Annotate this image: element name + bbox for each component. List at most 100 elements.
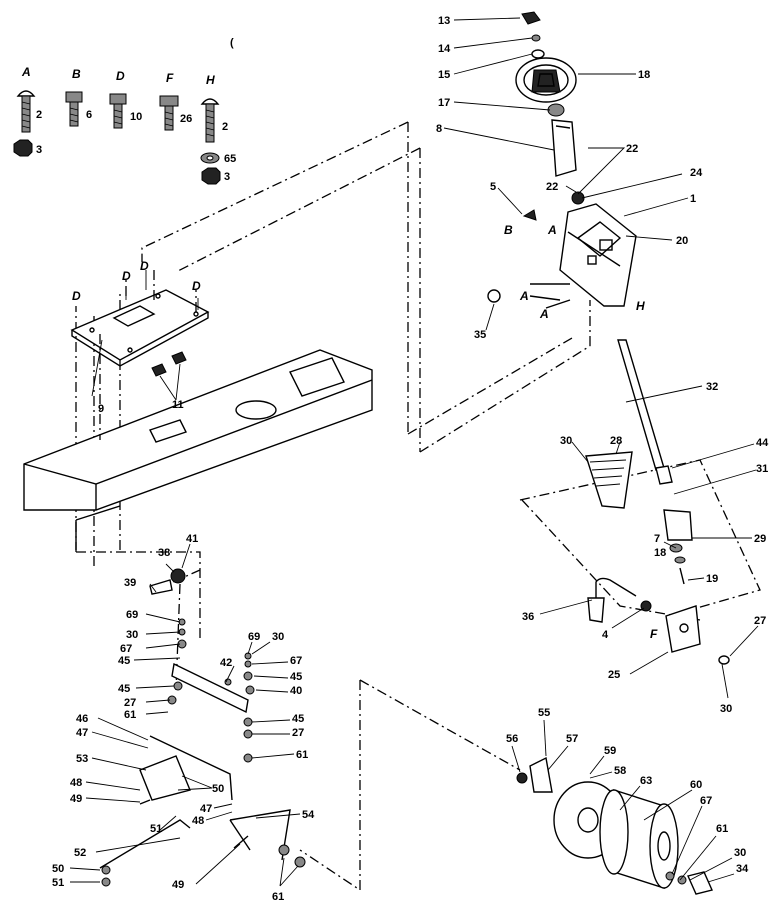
key-qty-h: 2: [222, 121, 228, 133]
callout-7: 7: [654, 533, 660, 545]
key-qty-f: 26: [180, 113, 192, 125]
callout-27: 27: [754, 615, 766, 627]
callout-32: 32: [706, 381, 718, 393]
pedal-arm-icon: [171, 662, 249, 714]
key-qty-h2: 65: [224, 153, 236, 165]
callout-18b: 18: [654, 547, 666, 559]
callout-54: 54: [302, 809, 315, 821]
link-bracket-icon: [229, 809, 291, 861]
callout-20: 20: [676, 235, 688, 247]
callout-67: 67: [120, 643, 132, 655]
callout-49b: 49: [172, 879, 184, 891]
shaft-bushing-icon: [655, 465, 673, 485]
chassis-frame: [23, 349, 373, 550]
key-letter-f: F: [166, 71, 174, 85]
bushing-icon: [170, 568, 186, 584]
tire-icon: [599, 789, 679, 889]
callout-30e: 30: [734, 847, 746, 859]
washer-icon: [245, 685, 255, 695]
callout-a3: A: [539, 307, 549, 321]
bolt-leads: [529, 283, 571, 309]
spring-icon: [529, 756, 553, 793]
brake-bracket-icon: [139, 755, 191, 801]
callout-27b: 27: [292, 727, 304, 739]
flange-bolt-icon: [159, 95, 179, 131]
callout-44: 44: [756, 437, 769, 449]
clip-icon: [139, 799, 151, 805]
callout-61a: 61: [296, 749, 308, 761]
callout-67c: 67: [700, 795, 712, 807]
callout-labels: 13 14 15 18 17 8 22 22 24 5 B 1 A 20 A A…: [52, 15, 769, 903]
callout-a1: A: [547, 223, 557, 237]
callout-22a: 22: [626, 143, 638, 155]
callout-31: 31: [756, 463, 768, 475]
carriage-bolt-icon: [16, 90, 36, 133]
callout-11: 11: [172, 399, 184, 411]
washer-icon: [101, 877, 111, 887]
callout-48b: 48: [192, 815, 204, 827]
callout-55: 55: [538, 707, 550, 719]
key-qty-d: 10: [130, 111, 142, 123]
callout-52: 52: [74, 847, 86, 859]
callout-35: 35: [474, 329, 486, 341]
lock-washer-icon: [200, 152, 220, 164]
steering-cap-icon: [521, 11, 541, 25]
axle-bracket-icon: [665, 605, 701, 653]
washer-icon: [101, 865, 111, 875]
washer-icon: [531, 34, 541, 42]
callout-45a: 45: [118, 655, 130, 667]
callout-36: 36: [522, 611, 534, 623]
hardware-key: A B D F H 2 3 6 10: [13, 37, 236, 185]
washer-icon: [173, 681, 183, 691]
callout-17: 17: [438, 97, 450, 109]
key-letter-h: H: [206, 73, 215, 87]
callout-27c: 27: [124, 697, 136, 709]
washer-icon: [531, 49, 545, 59]
washer-icon: [243, 671, 253, 681]
callout-49: 49: [70, 793, 82, 805]
callout-b: B: [504, 223, 513, 237]
hex-bolt-icon: [109, 93, 127, 129]
callout-42: 42: [220, 657, 232, 669]
callout-63: 63: [640, 775, 652, 787]
pinion-block-icon: [663, 509, 693, 541]
steering-column-top-icon: [551, 119, 577, 177]
callout-41: 41: [186, 533, 198, 545]
callout-30d: 30: [272, 631, 284, 643]
callout-15: 15: [438, 69, 450, 81]
callout-48: 48: [70, 777, 82, 789]
callout-56: 56: [506, 733, 518, 745]
washer-icon: [243, 717, 253, 727]
steering-shaft-icon: [617, 339, 665, 471]
pin-icon: [679, 567, 685, 585]
callout-24: 24: [690, 167, 703, 179]
nut-icon: [640, 600, 652, 612]
key-letter-d: D: [116, 69, 125, 83]
callout-30b: 30: [720, 703, 732, 715]
washer-icon: [718, 655, 730, 665]
callout-f: F: [650, 627, 658, 641]
callout-a2: A: [519, 289, 529, 303]
screw-icon: [522, 209, 537, 221]
washer-icon: [294, 856, 306, 868]
washer-icon: [278, 844, 290, 856]
callout-25: 25: [608, 669, 620, 681]
steering-gear-icon: [585, 451, 633, 509]
key-qty-b: 6: [86, 109, 92, 121]
bearing-icon: [571, 191, 585, 205]
adapter-icon: [547, 103, 565, 117]
callout-61b: 61: [124, 709, 136, 721]
callout-61c: 61: [272, 891, 284, 903]
callout-1: 1: [690, 193, 696, 205]
hex-nut-icon: [13, 139, 33, 157]
hex-nut-icon: [201, 167, 221, 185]
callout-40: 40: [290, 685, 302, 697]
callout-51: 51: [150, 823, 162, 835]
callout-57: 57: [566, 733, 578, 745]
tie-rod-icon: [149, 735, 233, 801]
callout-30: 30: [560, 435, 572, 447]
wheel-assembly: [516, 756, 713, 895]
callout-29: 29: [754, 533, 766, 545]
pin-icon: [233, 835, 249, 849]
dash-panel-icon: [559, 203, 637, 307]
